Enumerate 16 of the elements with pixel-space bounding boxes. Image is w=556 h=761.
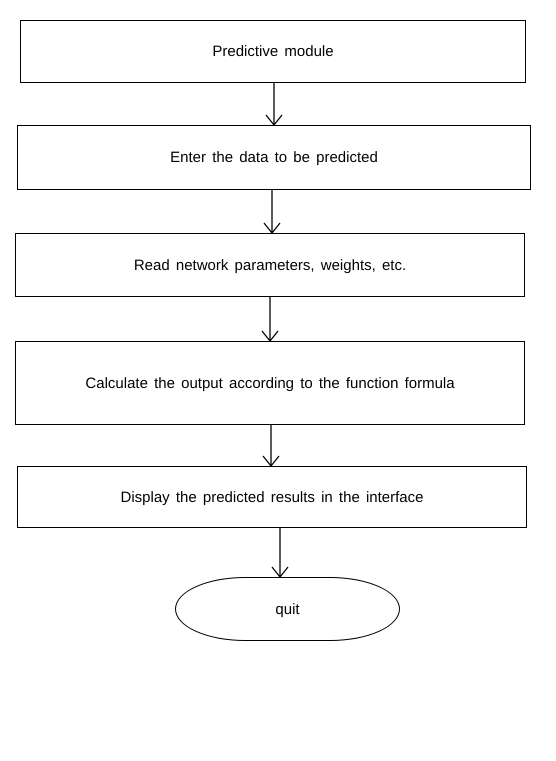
node-label: Enter the data to be predicted: [170, 148, 378, 168]
arrow: [261, 297, 279, 342]
arrow: [265, 83, 283, 126]
process-box: [15, 233, 525, 297]
process-box: [20, 20, 526, 83]
node-label: Read network parameters, weights, etc.: [134, 256, 406, 276]
node-label: Predictive module: [212, 42, 334, 62]
arrow: [262, 425, 280, 467]
process-box: [17, 466, 527, 528]
node-label: quit: [275, 600, 300, 620]
arrow: [271, 528, 289, 578]
arrow: [263, 190, 281, 234]
node-label: Display the predicted results in the interface: [120, 488, 424, 508]
process-box: [17, 125, 531, 190]
process-box: [15, 341, 525, 425]
node-label: Calculate the output according to the function formula: [85, 374, 455, 394]
